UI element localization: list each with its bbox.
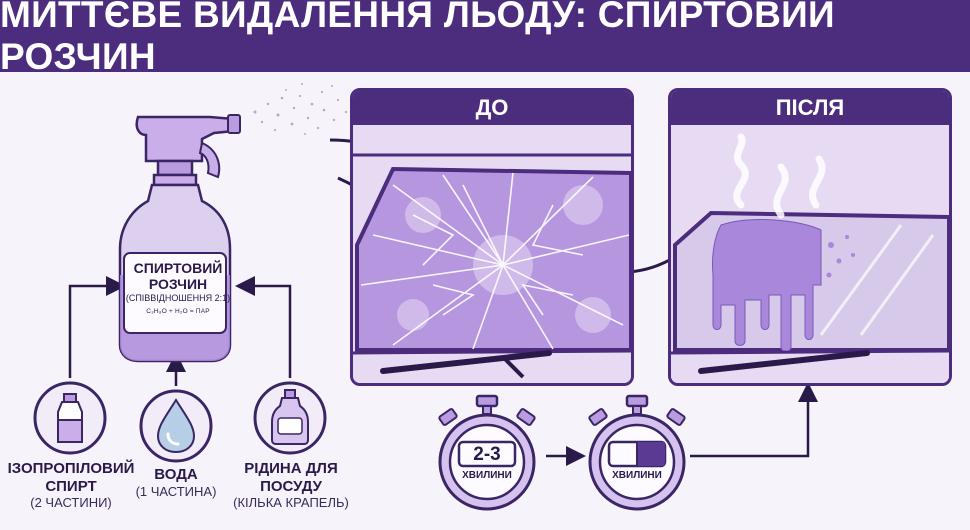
bottle-formula: C₃H₈O + H₂O = ПАР [146,308,210,316]
stopwatch-pie-icon [588,394,686,511]
timer-1-unit: ХВИЛИНИ [462,470,512,481]
before-panel: ДО [350,88,634,386]
clear-windshield [671,125,949,383]
spray-mist [253,83,348,135]
bottle-ratio: (СПІВВІДНОШЕННЯ 2:1) [125,293,231,304]
spray-trigger-head [135,115,236,163]
ingredient-alcohol-label: ІЗОПРОПІЛОВИЙ СПИРТ (2 ЧАСТИНИ) [7,460,135,511]
before-panel-title: ДО [353,91,631,125]
timer-1-value: 2-3 [473,444,501,465]
after-panel-title: ПІСЛЯ [671,91,949,125]
water-drop-icon [139,389,213,463]
title-banner: МИТТЄВЕ ВИДАЛЕННЯ ЛЬОДУ: СПИРТОВИЙ РОЗЧИ… [0,0,970,77]
frost-pattern [360,172,630,350]
bottle-title-line1: СПИРТОВИЙ [133,260,223,276]
after-panel: ПІСЛЯ [668,88,952,386]
ingredient-soap-label: РІДИНА ДЛЯ ПОСУДУ (КІЛЬКА КРАПЕЛЬ) [233,460,349,511]
bottle-title-line2: РОЗЧИН [148,276,208,293]
timer-2-unit: ХВИЛИНИ [612,470,662,481]
spray-bottle [118,114,241,363]
page-title: МИТТЄВЕ ВИДАЛЕННЯ ЛЬОДУ: СПИРТОВИЙ РОЗЧИ… [0,0,835,77]
stopwatch-icon [438,394,536,511]
dish-soap-icon [253,381,327,455]
bottle-label: СПИРТОВИЙ РОЗЧИН (СПІВВІДНОШЕННЯ 2:1) C₃… [123,260,233,315]
frozen-windshield [353,125,631,383]
steam [733,133,826,219]
alcohol-bottle-icon [33,381,107,455]
melting-ice [712,219,822,352]
ingredient-water-label: ВОДА (1 ЧАСТИНА) [135,466,217,499]
wiper-blade [698,350,870,374]
wiper-blade [380,350,552,374]
